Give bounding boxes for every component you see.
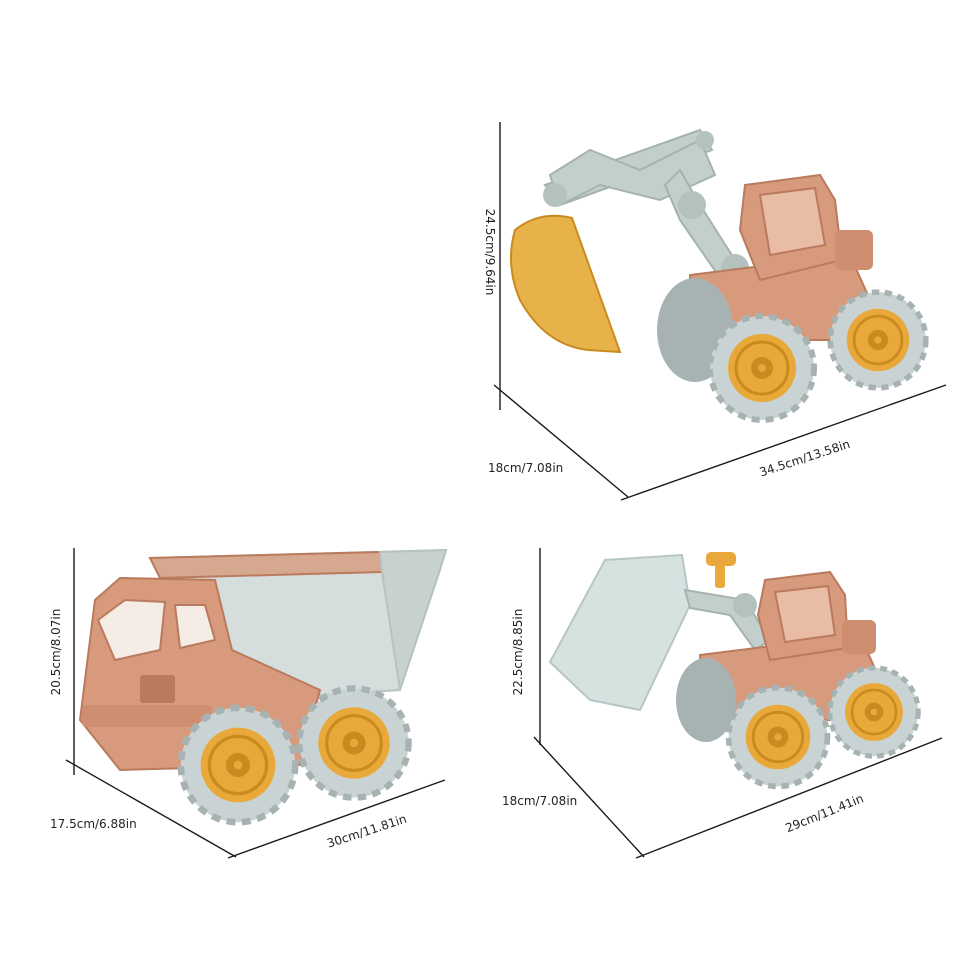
excavator-wheel-front-left bbox=[710, 316, 814, 420]
excavator-toy: 24.5cm/9.64in 18cm/7.08in 34.5cm/13.58in bbox=[483, 122, 947, 501]
loader-toy: 22.5cm/8.85in 18cm/7.08in 29cm/11.41in bbox=[502, 548, 943, 859]
excavator-dimension-lines bbox=[493, 122, 947, 501]
dump-truck-dimension-lines bbox=[65, 548, 446, 859]
excavator-height-label: 24.5cm/9.64in bbox=[483, 209, 497, 296]
excavator-wheel-right bbox=[830, 292, 926, 388]
dump-truck-toy: 20.5cm/8.07in 17.5cm/6.88in 30cm/11.81in bbox=[49, 548, 448, 859]
loader-length-label: 29cm/11.41in bbox=[783, 791, 865, 835]
excavator-length-label: 34.5cm/13.58in bbox=[758, 437, 852, 479]
dump-truck-bed bbox=[148, 548, 448, 702]
loader-lift-arm bbox=[683, 552, 772, 652]
excavator-body bbox=[689, 173, 873, 341]
dump-truck-wheel-rear bbox=[299, 688, 408, 797]
dump-truck-depth-label: 17.5cm/6.88in bbox=[50, 817, 137, 831]
loader-dimension-lines bbox=[533, 548, 943, 859]
loader-scoop bbox=[548, 553, 692, 712]
excavator-bucket bbox=[510, 214, 622, 354]
loader-wheel-front-left bbox=[729, 688, 828, 787]
excavator-depth-label: 18cm/7.08in bbox=[488, 461, 563, 475]
loader-depth-label: 18cm/7.08in bbox=[502, 794, 577, 808]
loader-wheel-right bbox=[830, 668, 918, 756]
dump-truck-wheel-front bbox=[181, 708, 295, 822]
dump-truck-height-label: 20.5cm/8.07in bbox=[49, 609, 63, 696]
loader-height-label: 22.5cm/8.85in bbox=[511, 609, 525, 696]
loader-wheel-rear-left bbox=[676, 658, 736, 742]
excavator-arm bbox=[543, 128, 749, 282]
dump-truck-length-label: 30cm/11.81in bbox=[325, 812, 408, 851]
